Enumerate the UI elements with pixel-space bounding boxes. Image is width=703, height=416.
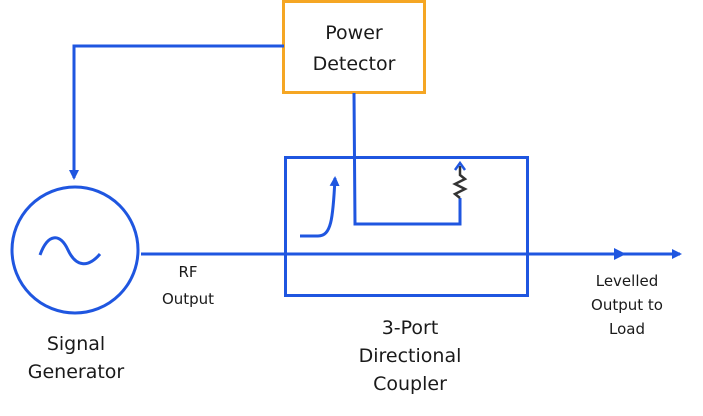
rf-output-label-line1: RF [178, 263, 197, 281]
power-detector-label-line2: Detector [313, 53, 396, 75]
levelled-output-label-line2: Output to [591, 296, 663, 314]
output-arrow-marker [614, 248, 626, 260]
signal-generator-circle [10, 185, 140, 315]
coupler-box [284, 156, 529, 297]
levelled-output-label-line3: Load [609, 320, 645, 338]
resistor-top-arrow [453, 160, 467, 171]
signal-generator-label-line1: Signal [47, 333, 105, 355]
feedback-line [69, 44, 284, 180]
rf-output-label-line2: Output [162, 290, 214, 308]
sine-wave-icon [38, 236, 102, 266]
termination-resistor-icon [452, 166, 468, 199]
coupler-label-line3: Coupler [373, 373, 447, 395]
coupling-curve-arrow [300, 176, 340, 238]
levelled-output-label-line1: Levelled [596, 272, 659, 290]
coupler-label-line1: 3-Port [382, 317, 439, 339]
power-detector-label-line1: Power [325, 22, 383, 44]
coupled-port-line [352, 92, 462, 226]
coupler-label-line2: Directional [359, 345, 462, 367]
power-detector-box [282, 0, 426, 94]
signal-generator-label-line2: Generator [28, 361, 125, 383]
